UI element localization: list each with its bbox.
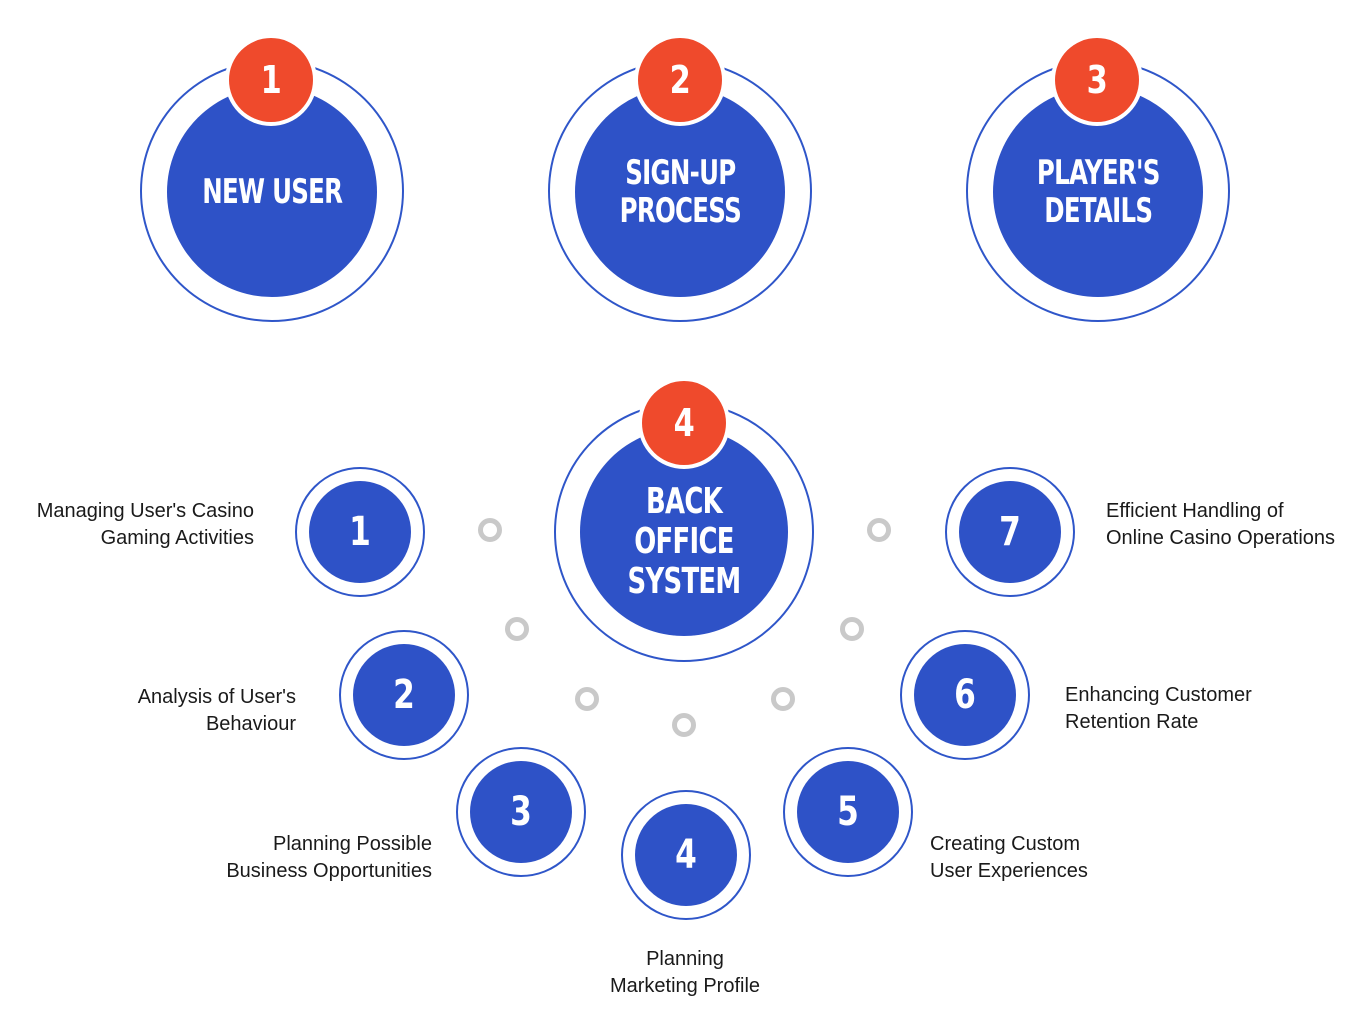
- step-new-user-title: NEW USER: [201, 171, 343, 212]
- step-2-badge: 2: [634, 34, 726, 126]
- step-1-number: 1: [260, 58, 282, 102]
- spoke-2-number: 2: [393, 672, 415, 718]
- hub-back-office-title: BACK OFFICE SYSTEM: [627, 480, 742, 603]
- spoke-3-number: 3: [510, 789, 532, 835]
- spoke-1: 1: [295, 467, 425, 597]
- spoke-4-label: Planning Marketing Profile: [609, 948, 761, 997]
- step-1-badge: 1: [225, 34, 317, 126]
- step-sign-up-title: SIGN-UP PROCESS: [619, 152, 741, 231]
- connector-dot: [505, 617, 529, 641]
- spoke-7-label: Efficient Handling of Online Casino Oper…: [1106, 500, 1336, 549]
- connector-dot: [867, 518, 891, 542]
- spoke-3: 3: [456, 747, 586, 877]
- step-player-details-title: PLAYER'S DETAILS: [1036, 152, 1161, 231]
- connector-dot: [575, 687, 599, 711]
- spoke-7: 7: [945, 467, 1075, 597]
- spoke-1-number: 1: [349, 509, 371, 555]
- step-4-number: 4: [673, 401, 695, 445]
- spoke-4-number: 4: [675, 832, 697, 878]
- connector-dot: [672, 713, 696, 737]
- spoke-4: 4: [621, 790, 751, 920]
- connector-dot: [840, 617, 864, 641]
- connector-dot: [478, 518, 502, 542]
- spoke-3-label: Planning Possible Business Opportunities: [226, 833, 432, 882]
- step-4-badge: 4: [638, 377, 730, 469]
- spoke-6-number: 6: [954, 672, 976, 718]
- spoke-2-label: Analysis of User's Behaviour: [137, 686, 296, 735]
- spoke-6: 6: [900, 630, 1030, 760]
- spoke-5: 5: [783, 747, 913, 877]
- step-3-number: 3: [1086, 58, 1108, 102]
- step-3-badge: 3: [1051, 34, 1143, 126]
- spoke-7-number: 7: [999, 509, 1021, 555]
- connector-dot: [771, 687, 795, 711]
- spoke-2: 2: [339, 630, 469, 760]
- step-2-number: 2: [669, 58, 691, 102]
- spoke-1-label: Managing User's Casino Gaming Activities: [36, 500, 254, 549]
- spoke-5-number: 5: [837, 789, 859, 835]
- spoke-6-label: Enhancing Customer Retention Rate: [1065, 684, 1252, 733]
- spoke-5-label: Creating Custom User Experiences: [930, 833, 1088, 882]
